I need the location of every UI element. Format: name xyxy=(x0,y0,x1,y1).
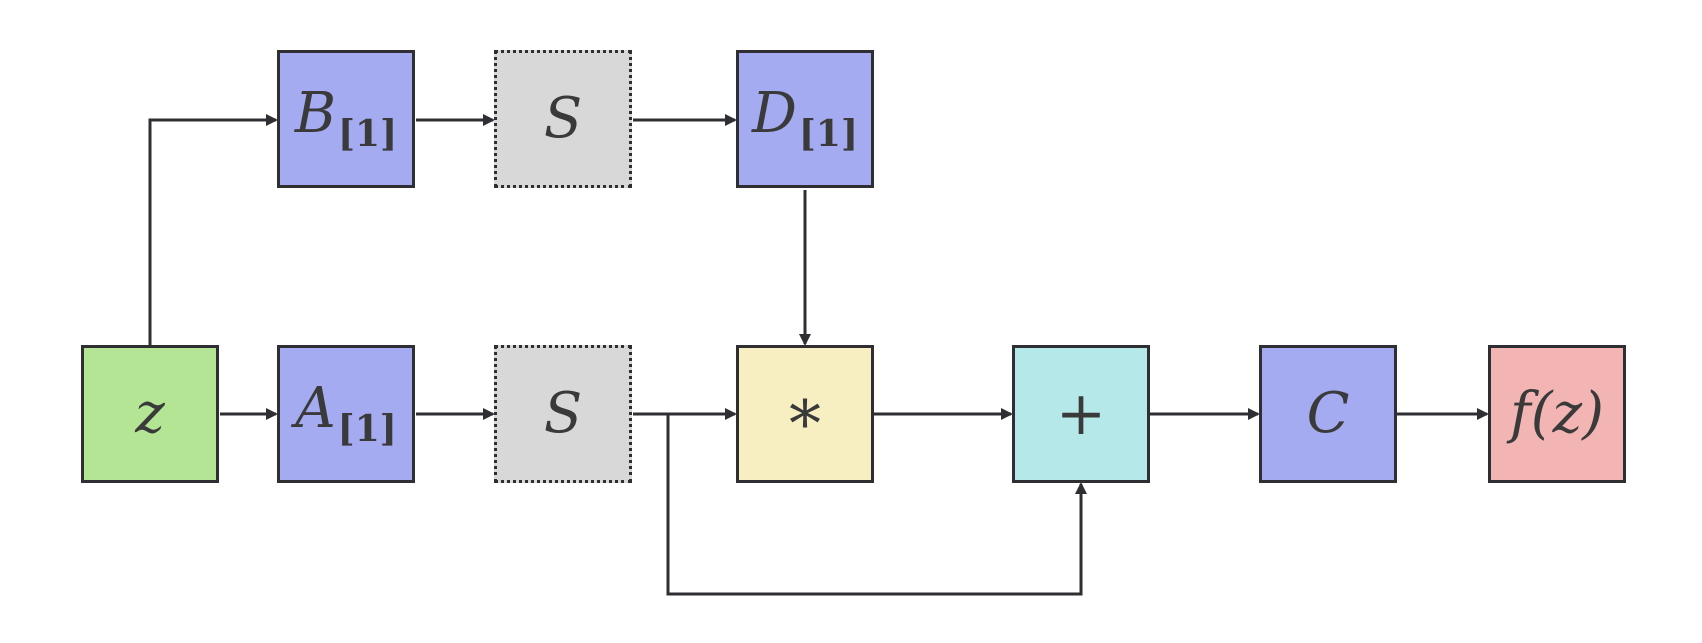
node-c-label: C xyxy=(1306,381,1350,446)
node-b1-label: B[1] xyxy=(295,86,398,155)
node-c: C xyxy=(1259,345,1397,483)
node-z: z xyxy=(81,345,219,483)
node-d1-sub: [1] xyxy=(798,113,859,155)
node-fz: f(z) xyxy=(1488,345,1626,483)
node-a1: A[1] xyxy=(277,345,415,483)
node-s-bottom: S xyxy=(494,345,632,483)
node-z-label: z xyxy=(135,381,165,446)
node-d1-letter: D xyxy=(751,81,797,146)
node-b1: B[1] xyxy=(277,50,415,188)
node-mult-label: * xyxy=(789,388,821,462)
node-s-top: S xyxy=(494,50,632,188)
node-b1-letter: B xyxy=(294,81,337,146)
node-d1-label: D[1] xyxy=(752,86,859,155)
node-d1: D[1] xyxy=(736,50,874,188)
node-fz-label: f(z) xyxy=(1510,381,1604,446)
node-s-bottom-label: S xyxy=(543,381,583,446)
node-a1-sub: [1] xyxy=(337,408,397,450)
node-mult: * xyxy=(736,345,874,483)
node-s-top-label: S xyxy=(543,86,583,151)
edge-skip-to-plus xyxy=(666,414,1087,596)
node-a1-letter: A xyxy=(295,376,336,441)
node-plus-label: + xyxy=(1055,379,1107,449)
node-plus: + xyxy=(1012,345,1150,483)
node-a1-label: A[1] xyxy=(295,381,397,450)
node-b1-sub: [1] xyxy=(338,113,398,155)
edge-z-to-b1 xyxy=(148,114,278,346)
